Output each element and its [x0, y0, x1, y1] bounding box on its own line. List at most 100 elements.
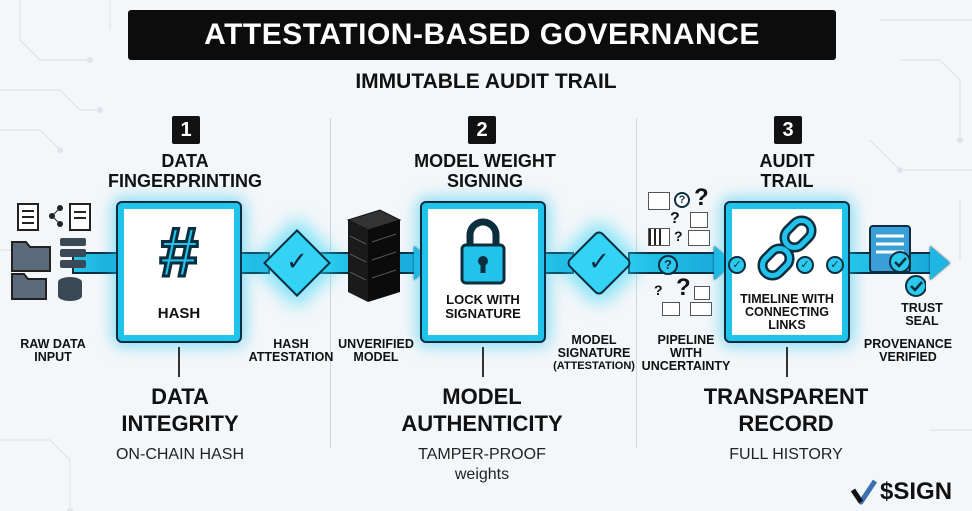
timeline-label-line3: LINKS [768, 318, 806, 332]
shield-check-icon: ✓ [565, 229, 633, 297]
sign-logo: $SIGN [850, 476, 968, 508]
flow-arrow-head-6 [930, 246, 950, 280]
step-title-2-line1: MODEL WEIGHT [414, 151, 556, 171]
chain-link-icon [757, 215, 817, 281]
line-chart-icon [688, 230, 710, 246]
unverified-model-line2: MODEL [353, 350, 399, 364]
category-1-title-line1: DATA [151, 384, 209, 409]
model-signature-label: MODEL SIGNATURE (ATTESTATION) [544, 334, 644, 373]
document-check-icon [869, 225, 926, 297]
step-title-3: AUDIT TRAIL [662, 151, 912, 191]
trust-seal-line2: SEAL [905, 314, 939, 328]
pipeline-line2: WITH [670, 346, 702, 360]
question-badge-1: ? [674, 192, 690, 208]
category-model-authenticity: MODEL AUTHENTICITY TAMPER-PROOF weights [362, 383, 602, 485]
unverified-model-line1: UNVERIFIED [338, 337, 414, 351]
section-divider-1 [330, 118, 331, 448]
provenance-line2: VERIFIED [879, 350, 937, 364]
pipeline-question-dot: ? [658, 255, 678, 275]
black-block-icon [346, 209, 402, 302]
hash-card: # HASH [118, 203, 240, 341]
uncertainty-cluster-bottom: ? ? [650, 274, 720, 320]
category-3-subtitle-line1: FULL HISTORY [729, 446, 843, 463]
section-divider-2 [636, 118, 637, 448]
cube-check-mark: ✓ [286, 246, 308, 276]
hash-attestation-line1: HASH [273, 337, 309, 351]
lock-label-line2: SIGNATURE [445, 306, 521, 321]
timeline-dot-3: ✓ [826, 256, 844, 274]
step-title-1: DATA FINGERPRINTING [60, 151, 310, 191]
timeline-label-line1: TIMELINE WITH [740, 292, 834, 306]
category-2-title-line1: MODEL [442, 384, 522, 409]
bar-chart-icon-2 [662, 302, 680, 316]
unverified-model-label: UNVERIFIED MODEL [334, 338, 418, 364]
folder-icon [11, 241, 51, 300]
page-title: ATTESTATION-BASED GOVERNANCE [128, 10, 836, 60]
model-signature-line1: MODEL [571, 333, 617, 347]
pipeline-line1: PIPELINE [657, 333, 715, 347]
step-title-2: MODEL WEIGHT SIGNING [360, 151, 610, 191]
timeline-label-line2: CONNECTING [744, 305, 830, 319]
step-title-3-line1: AUDIT [759, 151, 815, 171]
bar-chart-icon [648, 228, 670, 246]
trust-seal-line1: TRUST [901, 301, 943, 315]
raw-data-icon-cluster [11, 203, 91, 301]
pie-chart-icon [648, 192, 670, 210]
raw-data-label-line1: RAW DATA [20, 337, 86, 351]
hash-label: HASH [157, 305, 201, 322]
pipeline-label: PIPELINE WITH UNCERTAINTY [638, 334, 734, 373]
line-chart-icon-2 [690, 302, 712, 316]
timeline-label: TIMELINE WITH CONNECTING LINKS [732, 293, 842, 332]
category-2-title-line2: AUTHENTICITY [401, 411, 563, 436]
category-data-integrity: DATA INTEGRITY ON-CHAIN HASH [60, 383, 300, 465]
connector-line-3 [786, 347, 788, 377]
model-signature-line3: (ATTESTATION) [553, 360, 635, 372]
sign-logo-icon [850, 479, 878, 505]
timeline-card: TIMELINE WITH CONNECTING LINKS [726, 203, 848, 341]
connector-line-1 [178, 347, 180, 377]
step-title-3-line2: TRAIL [760, 171, 814, 191]
logo-text: $SIGN [880, 478, 953, 505]
lock-card: LOCK WITH SIGNATURE [422, 203, 544, 341]
category-2-subtitle-line2: weights [454, 466, 510, 483]
database-icon [58, 238, 86, 301]
raw-data-label: RAW DATA INPUT [8, 338, 98, 364]
category-1-title-line2: INTEGRITY [121, 411, 239, 436]
question-mark-4: ? [654, 282, 663, 298]
question-mark-2: ? [670, 210, 680, 227]
trust-seal-label: TRUST SEAL [890, 302, 954, 328]
question-mark-3: ? [674, 228, 683, 244]
provenance-label: PROVENANCE VERIFIED [856, 338, 960, 364]
step-title-1-line1: DATA [161, 151, 209, 171]
page-subtitle: IMMUTABLE AUDIT TRAIL [355, 70, 617, 93]
hash-attestation-line2: ATTESTATION [248, 350, 334, 364]
step-title-1-line2: FINGERPRINTING [107, 171, 262, 191]
category-3-title-line1: TRANSPARENT [703, 384, 869, 409]
step-number-1: 1 [172, 116, 200, 144]
step-number-2: 2 [468, 116, 496, 144]
uncertainty-cluster-top: ? ? ? ? [648, 184, 718, 250]
lock-label: LOCK WITH SIGNATURE [428, 293, 538, 321]
question-mark-1: ? [694, 184, 709, 211]
document-stack-icon [17, 203, 91, 231]
step-number-3: 3 [774, 116, 802, 144]
hash-attestation-label: HASH ATTESTATION [238, 338, 344, 364]
lock-label-line1: LOCK WITH [446, 292, 520, 307]
chart-icon-2 [694, 286, 710, 300]
provenance-line1: PROVENANCE [863, 337, 953, 351]
connector-line-2 [482, 347, 484, 377]
question-mark-5: ? [676, 274, 691, 301]
lock-icon [460, 218, 506, 285]
step-title-2-line2: SIGNING [446, 171, 523, 191]
hash-icon: # [158, 213, 200, 291]
raw-data-label-line2: INPUT [34, 350, 72, 364]
category-transparent-record: TRANSPARENT RECORD FULL HISTORY [666, 383, 906, 465]
pipeline-line3: UNCERTAINTY [641, 359, 731, 373]
timeline-dot-2: ✓ [796, 256, 814, 274]
timeline-dot-1: ✓ [728, 256, 746, 274]
model-signature-line2: SIGNATURE [557, 346, 631, 360]
chart-icon-1 [690, 212, 708, 228]
network-dots-icon [49, 205, 63, 227]
shield-check-mark: ✓ [588, 246, 610, 276]
